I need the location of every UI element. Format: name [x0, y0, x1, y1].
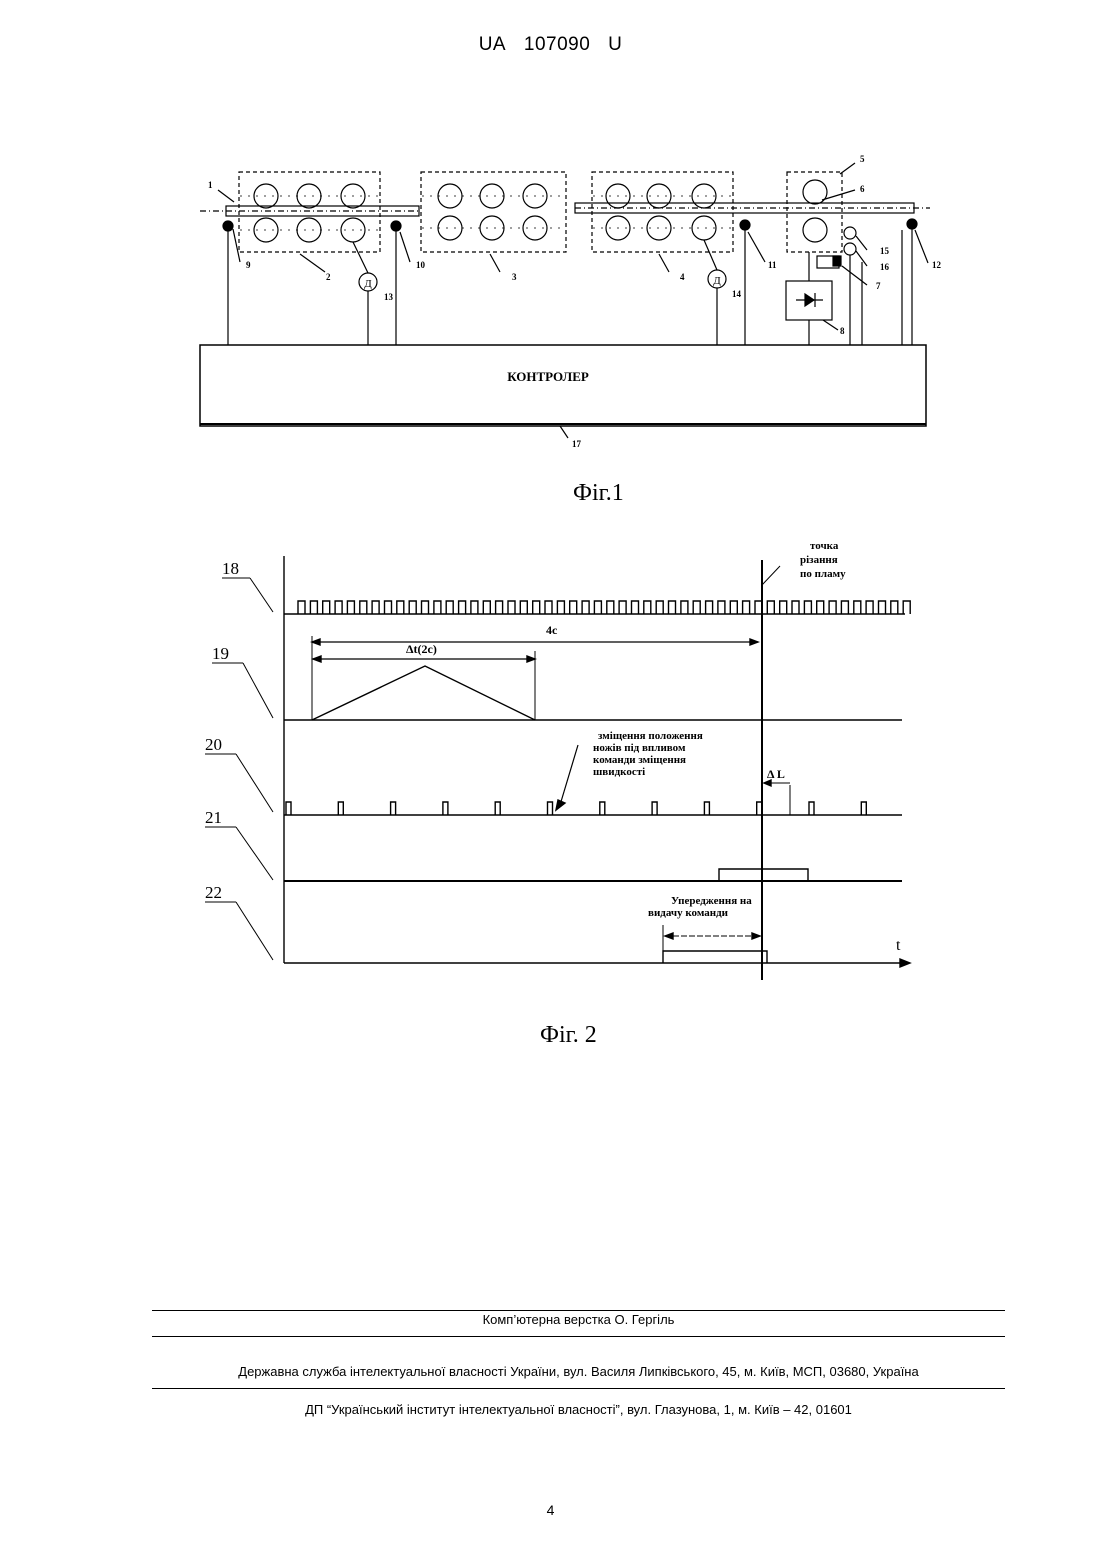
- row-label-22: 22: [205, 883, 222, 902]
- knife-note-1: зміщення положення: [598, 730, 703, 742]
- footer-rule-1: [152, 1310, 1005, 1311]
- interval-delta-t: Δt(2с): [406, 642, 437, 656]
- cut-point-note-3: по пламу: [800, 568, 846, 580]
- pulse-train-18: [298, 601, 910, 614]
- pulse-22: [663, 951, 767, 963]
- lead-note-1: Упередження на: [671, 895, 752, 907]
- row-label-19: 19: [212, 644, 229, 663]
- knife-note-3: команди зміщення: [593, 754, 686, 766]
- cut-point-note-1: точка: [810, 540, 839, 552]
- pulse-train-20: [286, 802, 866, 815]
- speed-triangle-19: [312, 666, 535, 720]
- footer-rule-3: [152, 1388, 1005, 1389]
- footer-layout-credit: Комп’ютерна верстка О. Гергіль: [152, 1312, 1005, 1327]
- knife-note-4: швидкості: [593, 766, 645, 778]
- footer-service: Державна служба інтелектуальної власност…: [152, 1364, 1005, 1379]
- page-number: 4: [0, 1502, 1101, 1518]
- cut-point-note-2: різання: [800, 554, 838, 566]
- row-label-20: 20: [205, 735, 222, 754]
- lead-note-2: видачу команди: [648, 907, 729, 919]
- footer-rule-2: [152, 1336, 1005, 1337]
- time-axis-label: t: [896, 937, 901, 954]
- footer-institute: ДП “Український інститут інтелектуальної…: [152, 1402, 1005, 1417]
- interval-4c: 4с: [546, 623, 558, 637]
- delta-l-label: Δ L: [767, 767, 785, 781]
- figure-2-caption: Фіг. 2: [540, 1022, 597, 1049]
- figure-2-timing-diagram: 18 19 20 21 22 точка різання по пламу 4с…: [0, 0, 1101, 1010]
- row-label-21: 21: [205, 808, 222, 827]
- row-label-18: 18: [222, 559, 239, 578]
- knife-note-2: ножів під впливом: [593, 742, 686, 754]
- pulse-21: [719, 869, 808, 881]
